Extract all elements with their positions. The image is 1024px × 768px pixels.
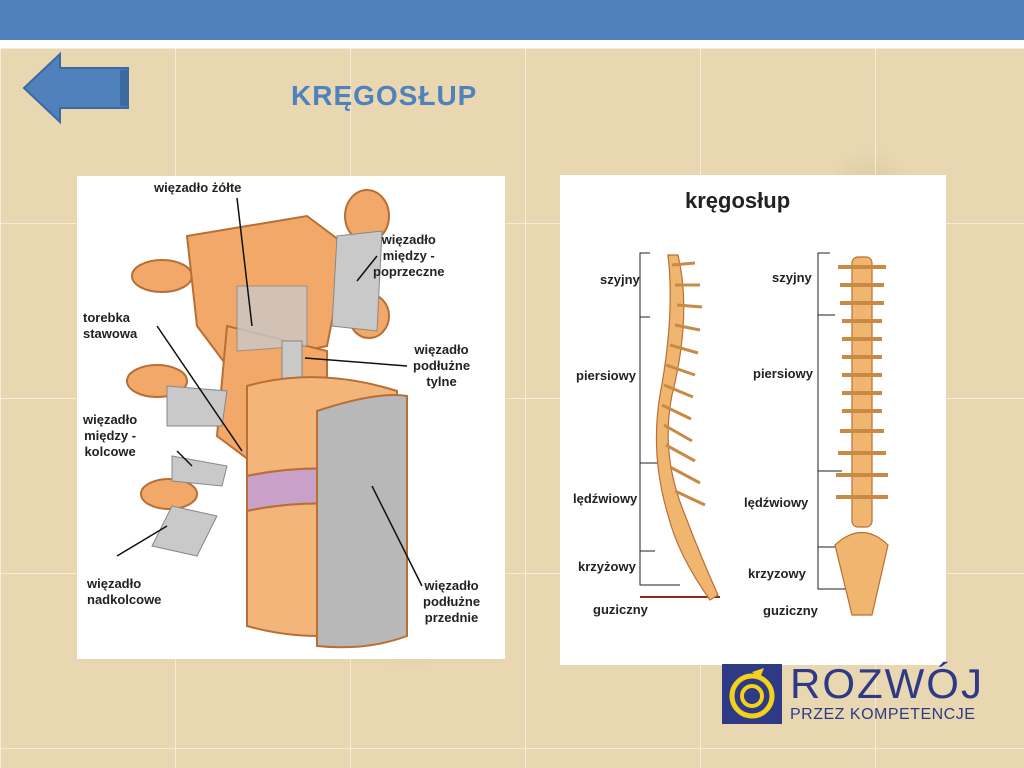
spine-figure: szyjny piersiowy lędźwiowy krzyżowy guzi… [560, 175, 946, 665]
label-wiezadlo-podluzne-przednie: więzadło podłużne przednie [423, 578, 481, 625]
logo-subtitle: PRZEZ KOMPETENCJE [790, 706, 976, 723]
label-torebka-stawowa: torebka stawowa [83, 310, 138, 341]
label-wiezadlo-miedzykolcowe: więzadło między - kolcowe [83, 412, 138, 459]
spine-figure-title: kręgosłup [685, 188, 791, 213]
left-arrow-icon[interactable] [22, 52, 132, 124]
slide-title: KRĘGOSŁUP [291, 80, 478, 111]
top-bar [0, 0, 1024, 40]
front-label-szyjny: szyjny [772, 270, 812, 285]
label-wiezadlo-podluzne-tylne: więzadło podłużne tylne [413, 342, 471, 389]
side-label-guziczny: guziczny [593, 602, 648, 617]
vertebra-ligaments-illustration [116, 189, 423, 649]
logo-wordmark: ROZWÓJ [790, 660, 984, 707]
front-label-krzyzowy: krzyzowy [748, 566, 806, 581]
spine-illustration [639, 252, 889, 616]
ligaments-figure: więzadło żółte więzadło między - poprzec… [77, 176, 505, 659]
side-label-ledzwiowy: lędźwiowy [573, 491, 638, 506]
front-label-ledzwiowy: lędźwiowy [744, 495, 809, 510]
label-wiezadlo-zolte: więzadło żółte [154, 180, 242, 195]
side-label-piersiowy: piersiowy [576, 368, 636, 383]
front-label-piersiowy: piersiowy [753, 366, 813, 381]
side-label-szyjny: szyjny [600, 272, 640, 287]
label-wiezadlo-nadkolcowe: więzadło nadkolcowe [87, 576, 162, 607]
label-wiezadlo-miedzypoprzeczne: więzadło między - poprzeczne [373, 232, 445, 279]
front-label-guziczny: guziczny [763, 603, 818, 618]
side-label-krzyzowy: krzyżowy [578, 559, 636, 574]
rozwoj-spiral-logo-icon [722, 664, 782, 724]
